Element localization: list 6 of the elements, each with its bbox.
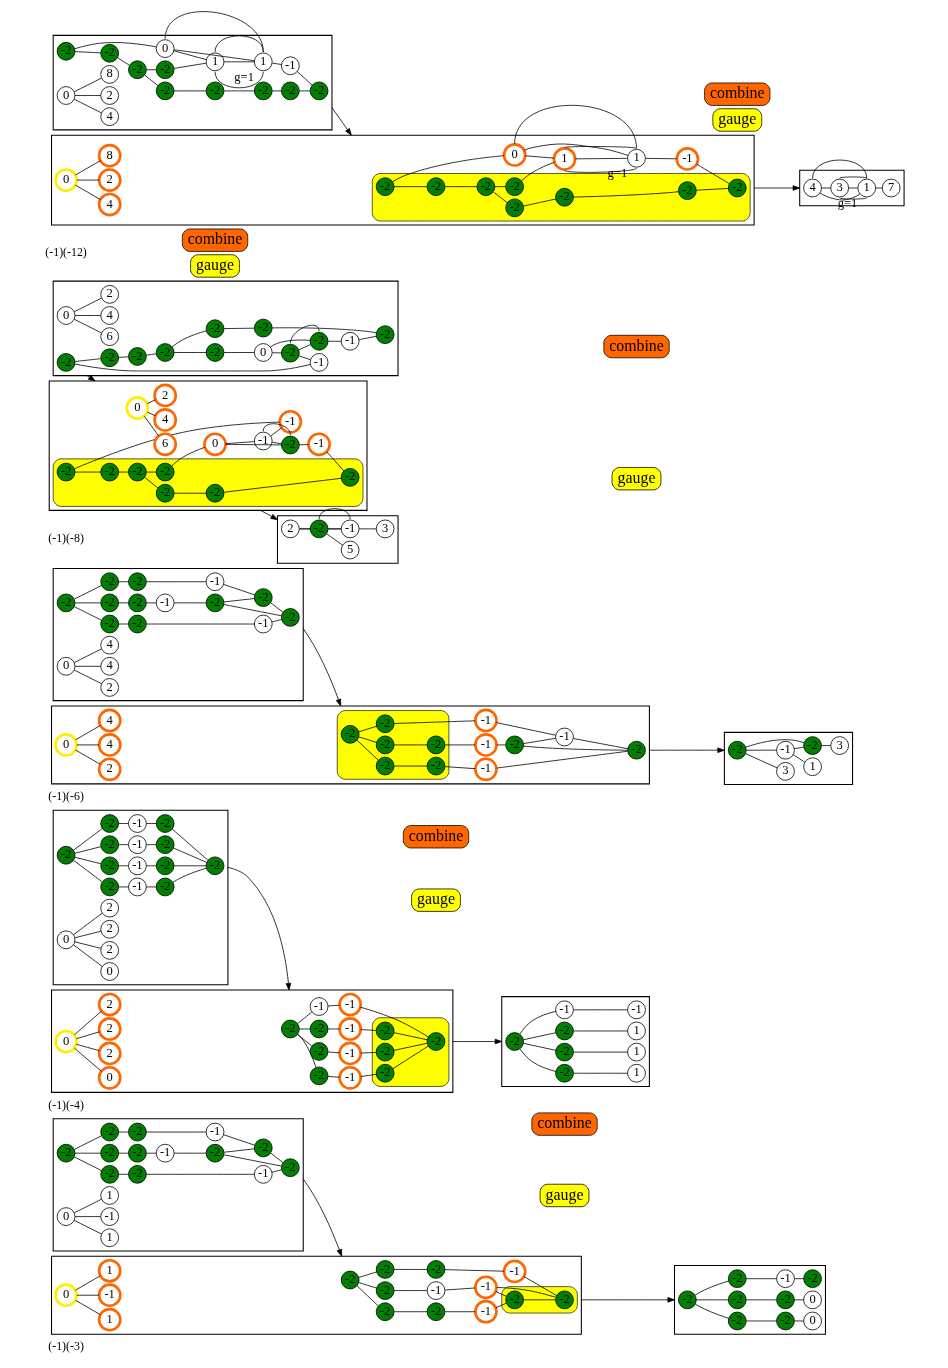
label: (-1)(-3) — [47, 1339, 84, 1354]
label: (-1)(-6) — [47, 789, 84, 804]
node-label: g=1 — [233, 69, 254, 84]
label: (-1)(-12) — [44, 245, 87, 260]
label: (-1)(-4) — [47, 1097, 84, 1112]
label: (-1)(-8) — [47, 531, 84, 546]
